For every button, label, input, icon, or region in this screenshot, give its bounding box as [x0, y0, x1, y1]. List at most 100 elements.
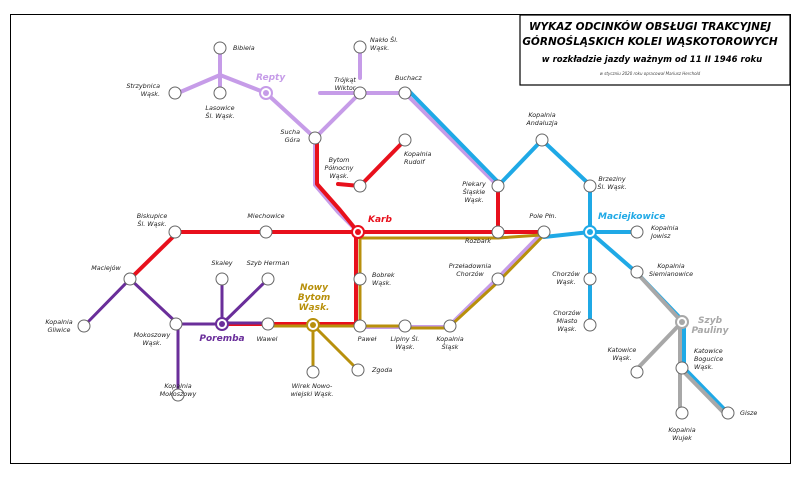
label-bobrek-1: Bobrek [372, 271, 395, 279]
station-lasowice[interactable] [213, 86, 227, 100]
label-piekary-2: Śląskie [463, 187, 486, 196]
label-chorzow-wask-2: Wąsk. [556, 278, 575, 286]
label-siemianowice-1: Kopalnia [657, 262, 684, 270]
station-zgoda[interactable] [351, 363, 365, 377]
station-katowice[interactable] [630, 365, 644, 379]
label-bogucice-1: Katowice [694, 347, 723, 355]
station-bibiela[interactable] [213, 41, 227, 55]
station-piekary[interactable] [491, 179, 505, 193]
label-biskupice-1: Biskupice [137, 212, 168, 220]
label-mokoszowy-2: Wąsk. [142, 339, 161, 347]
label-szyb-pauliny-1: Szyb [698, 316, 723, 326]
label-bogucice-2: Bogucice [694, 355, 723, 363]
label-rozbark: Rozbark [465, 237, 491, 245]
label-lasowice-1: Lasowice [205, 104, 234, 112]
label-naklo-2: Wąsk. [370, 44, 389, 52]
author-note: w styczniu 2020 roku opracował Mariusz H… [600, 71, 701, 76]
station-szyb-herman[interactable] [261, 272, 275, 286]
label-bibiela: Bibiela [233, 44, 255, 52]
label-chorzow-wask-1: Chorzów [552, 270, 580, 278]
title-line-3: w rozkładzie jazdy ważnym od 11 II 1946 … [542, 55, 762, 65]
label-nowy-bytom-2: Bytom [298, 293, 331, 303]
label-gliwice-2: Gliwice [48, 326, 71, 334]
label-bytom-pln-2: Północny [325, 164, 354, 172]
title-line-1: WYKAZ ODCINKÓW OBSŁUGI TRAKCYJNEJ [529, 20, 771, 33]
label-poremba: Poremba [199, 334, 244, 344]
station-wirek[interactable] [306, 365, 320, 379]
station-gisze[interactable] [721, 406, 735, 420]
station-chorzow-wask[interactable] [583, 272, 597, 286]
label-piekary-1: Piekary [462, 180, 486, 188]
label-lipiny-1: Lipiny Śl. [391, 334, 420, 343]
station-pole-pln[interactable] [537, 225, 551, 239]
station-brzeziny[interactable] [583, 179, 597, 193]
label-bytom-pln-3: Wąsk. [329, 172, 348, 180]
label-wirek-1: Wirek Nowo- [292, 382, 333, 390]
station-miechowice[interactable] [259, 225, 273, 239]
label-bogucice-3: Wąsk. [694, 363, 713, 371]
label-kop-mokoszowy-2: Mokoszowy [160, 390, 197, 398]
station-kopalnia-wujek[interactable] [675, 406, 689, 420]
label-wujek-2: Wujek [672, 434, 692, 442]
stations [77, 40, 735, 420]
line-szyb-pauliny [634, 270, 726, 415]
label-siemianowice-2: Siemianowice [649, 270, 693, 278]
station-skaley[interactable] [215, 272, 229, 286]
station-maciejow[interactable] [123, 272, 137, 286]
station-kopalnia-slask[interactable] [443, 319, 457, 333]
label-brzeziny-2: Śl. Wąsk. [597, 182, 626, 191]
station-trojkat[interactable] [353, 86, 367, 100]
label-mokoszowy-1: Mokoszowy [134, 331, 171, 339]
label-piekary-3: Wąsk. [464, 196, 483, 204]
station-kopalnia-rudolf[interactable] [398, 133, 412, 147]
label-buchacz: Buchacz [395, 74, 422, 82]
station-pawel[interactable] [353, 319, 367, 333]
station-chorzow-miasto[interactable] [583, 318, 597, 332]
label-katowice-2: Wąsk. [612, 354, 631, 362]
label-slask-2: Śląsk [442, 342, 459, 351]
label-trojkat-1: Trójkąt [334, 76, 356, 84]
station-bytom-polnocny[interactable] [353, 179, 367, 193]
label-bobrek-2: Wąsk. [372, 279, 391, 287]
station-lipiny[interactable] [398, 319, 412, 333]
label-wawel: Wawel [257, 335, 278, 343]
station-biskupice[interactable] [168, 225, 182, 239]
station-przeladownia[interactable] [491, 272, 505, 286]
station-wawel[interactable] [261, 317, 275, 331]
label-brzeziny-1: Brzeziny [598, 175, 625, 183]
label-gisze: Gisze [740, 409, 757, 417]
label-repty: Repty [256, 73, 286, 83]
label-lasowice-2: Śl. Wąsk. [205, 111, 234, 120]
station-bobrek[interactable] [353, 272, 367, 286]
label-strzybnica-1: Strzybnica [126, 82, 160, 90]
station-kopalnia-mokoszowy[interactable] [171, 388, 185, 402]
station-kopalnia-andaluzja[interactable] [535, 133, 549, 147]
label-skaley: Skaley [211, 259, 232, 267]
label-sucha-1: Sucha [280, 128, 300, 136]
depot-stations [215, 86, 689, 332]
station-kopalnia-jowisz[interactable] [630, 225, 644, 239]
label-przeladownia-1: Przeładownia [449, 262, 492, 270]
label-gliwice-1: Kopalnia [45, 318, 72, 326]
label-jowisz-2: Jowisz [649, 232, 671, 240]
label-nowy-bytom-3: Wąsk. [299, 303, 330, 313]
label-katowice-1: Katowice [608, 346, 637, 354]
label-rudolf-2: Rudolf [404, 158, 426, 166]
station-kopalnia-siemianowice[interactable] [630, 265, 644, 279]
station-rozbark[interactable] [491, 225, 505, 239]
depot-labels: Repty Karb Maciejkowice Poremba Nowy Byt… [199, 73, 729, 344]
label-rudolf-1: Kopalnia [404, 150, 431, 158]
label-andaluzja-2: Andaluzja [525, 119, 557, 127]
station-sucha-gora[interactable] [308, 131, 322, 145]
station-kopalnia-gliwice[interactable] [77, 319, 91, 333]
station-strzybnica[interactable] [168, 86, 182, 100]
label-nowy-bytom-1: Nowy [300, 283, 329, 293]
station-katowice-bogucice[interactable] [675, 361, 689, 375]
station-buchacz[interactable] [398, 86, 412, 100]
station-mokoszowy[interactable] [169, 317, 183, 331]
label-pawel: Paweł [358, 335, 378, 343]
station-naklo[interactable] [353, 40, 367, 54]
label-sucha-2: Góra [285, 136, 300, 144]
label-pole-pln: Pole Płn. [529, 212, 556, 220]
